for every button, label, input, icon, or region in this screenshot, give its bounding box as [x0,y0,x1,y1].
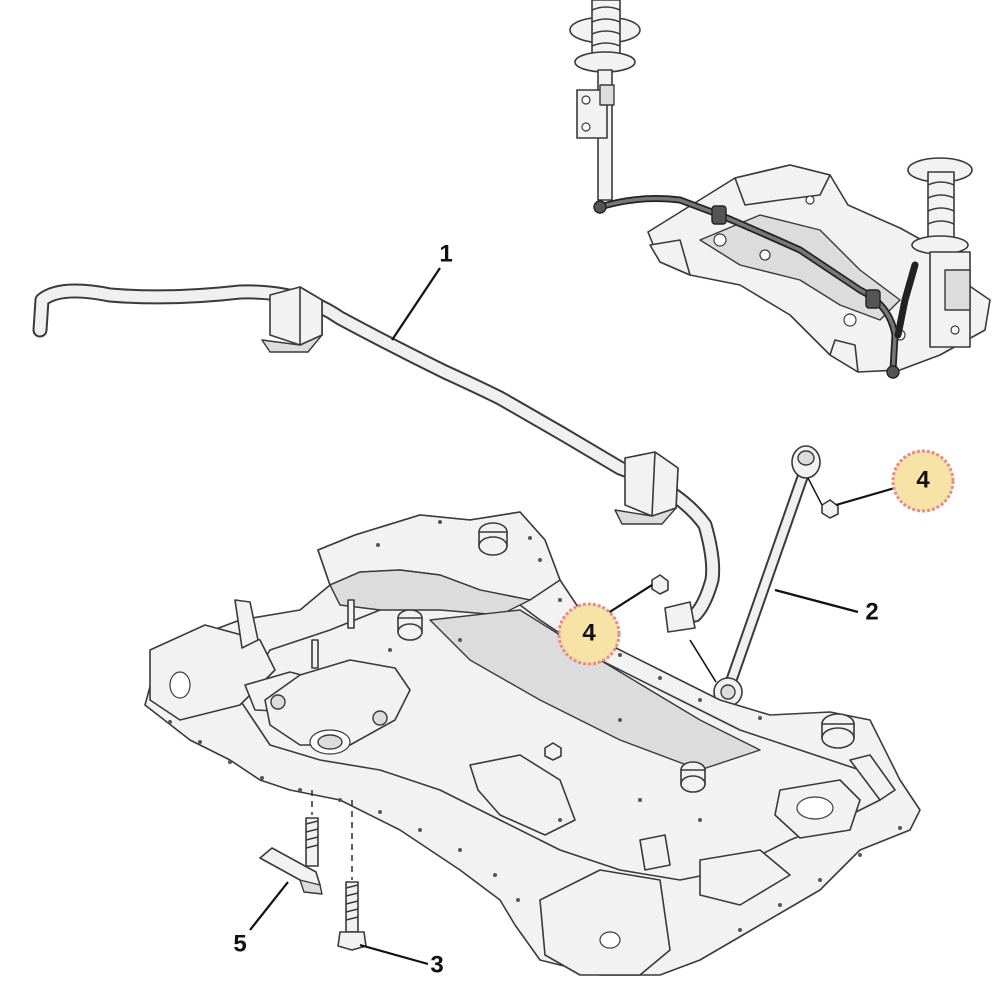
leader-4b [604,584,653,616]
assembly-inset [569,0,991,379]
inset-left-strut [569,0,641,201]
callout-4a: 4 [916,466,930,493]
callouts: 1 2 3 4 4 5 [233,240,955,978]
subframe-bushings [397,522,855,793]
callout-5: 5 [233,930,246,957]
subframe [144,511,921,976]
stabilizer-link [689,445,821,707]
callout-2: 2 [865,598,878,625]
link-nut-lower [651,574,669,595]
callout-3: 3 [430,951,443,978]
leader-3 [359,943,429,966]
inset-right-strut [907,157,973,348]
bar-bushing-left [261,286,323,353]
bracket-bolt [259,790,323,895]
callout-4b-highlight [557,602,621,666]
inset-stabilizer-bar [593,195,919,379]
leader-lines [249,267,906,966]
leader-2 [774,588,859,614]
subframe-rivets [168,520,902,932]
callout-1: 1 [439,240,452,267]
callout-4a-highlight [891,449,955,513]
stabilizer-bar [32,283,721,633]
leader-5 [249,881,289,931]
bar-bushing-right [614,451,679,525]
callout-4b: 4 [582,619,596,646]
subframe-bolt [337,800,367,951]
link-nut-upper [807,477,839,519]
leader-1 [391,267,441,341]
